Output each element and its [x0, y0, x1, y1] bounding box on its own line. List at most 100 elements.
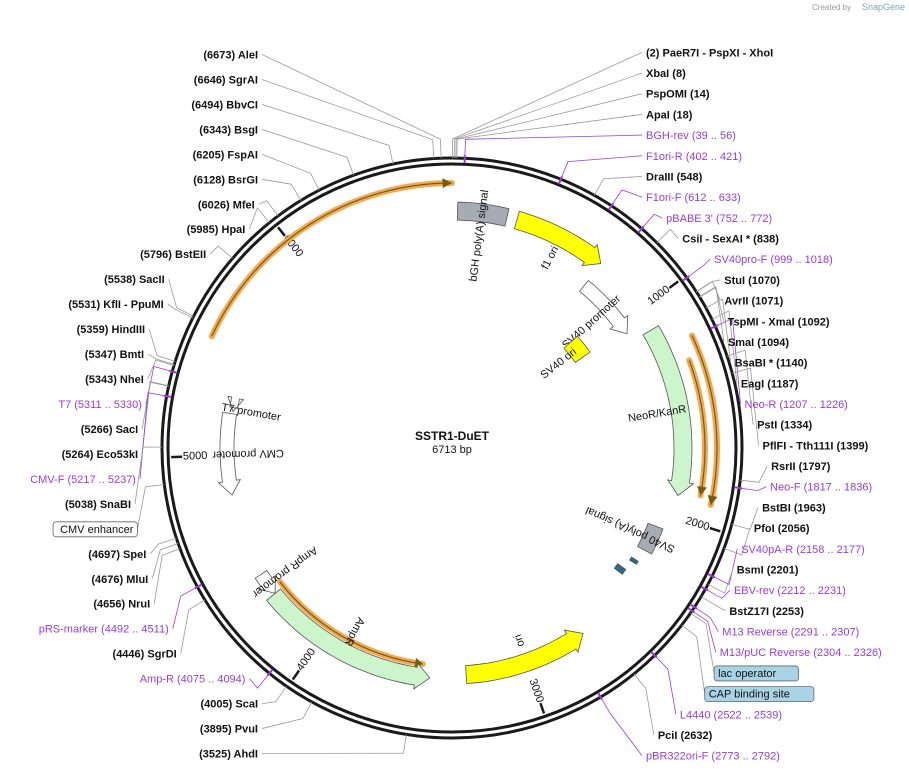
primer-label-f1ori-r-402-421[interactable]: F1ori-R (402 .. 421) [646, 151, 742, 163]
primer-label-pbabe-3-752-772[interactable]: pBABE 3' (752 .. 772) [666, 213, 772, 225]
enzyme-label-3525-ahdi[interactable]: (3525) AhdI [199, 749, 258, 761]
enzyme-label-5343-nhei[interactable]: (5343) NheI [85, 374, 144, 386]
enzyme-label-5266-saci[interactable]: (5266) SacI [81, 424, 138, 436]
feature-t7-promoter[interactable] [227, 395, 245, 413]
enzyme-label-5359-hindiii[interactable]: (5359) HindIII [77, 324, 145, 336]
primer-label-pbr322ori-f-2773-2792[interactable]: pBR322ori-F (2773 .. 2792) [646, 751, 780, 763]
enzyme-connector [261, 734, 407, 754]
enzyme-label-psti-1334[interactable]: PstI (1334) [757, 420, 812, 432]
primer-label-l4440-2522-2539[interactable]: L4440 (2522 .. 2539) [680, 709, 782, 721]
enzyme-label-bsabi-1140[interactable]: BsaBI * (1140) [735, 358, 808, 370]
enzyme-label-stui-1070[interactable]: StuI (1070) [724, 275, 780, 287]
backbone [160, 156, 744, 740]
enzyme-label-bsmi-2201[interactable]: BsmI (2201) [737, 564, 799, 576]
primer-label-ebv-rev-2212-2231[interactable]: EBV-rev (2212 .. 2231) [734, 585, 846, 597]
enzyme-label-bstz17i-2253[interactable]: BstZ17I (2253) [729, 606, 804, 618]
enzyme-label-6026-mfei[interactable]: (6026) MfeI [198, 199, 255, 211]
enzyme-label-pspomi-14[interactable]: PspOMI (14) [646, 89, 710, 101]
enzyme-connector [180, 599, 206, 654]
enzyme-label-bstbi-1963[interactable]: BstBI (1963) [762, 502, 826, 514]
primer-connector [560, 155, 643, 180]
orf-ampr-arrowhead [414, 657, 423, 668]
enzyme-connector [732, 367, 759, 446]
enzyme-label-4697-spei[interactable]: (4697) SpeI [88, 549, 146, 561]
boxed-label-lac-operator[interactable]: lac operator [718, 668, 776, 680]
enzyme-label-pfoi-2056[interactable]: PfoI (2056) [754, 523, 810, 535]
primer-label-neo-f-1817-1836[interactable]: Neo-F (1817 .. 1836) [770, 482, 872, 494]
feature-sv40-ori[interactable] [563, 335, 591, 364]
enzyme-label-avrii-1071[interactable]: AvrII (1071) [724, 296, 783, 308]
enzyme-label-draiii-548[interactable]: DraIII (548) [646, 171, 703, 183]
enzyme-label-pcii-2632[interactable]: PciI (2632) [658, 730, 713, 742]
feature-lac-promoter[interactable] [613, 563, 627, 575]
primer-label-cmv-f-5217-5237[interactable]: CMV-F (5217 .. 5237) [30, 474, 136, 486]
primer-connector [654, 655, 677, 715]
enzyme-label-eagi-1187[interactable]: EagI (1187) [741, 378, 799, 390]
enzyme-label-5538-sacii[interactable]: (5538) SacII [104, 274, 165, 286]
primer-site-mark [707, 572, 716, 579]
enzyme-label-5531-kfli-ppumi[interactable]: (5531) KflI - PpuMI [68, 299, 163, 311]
primer-site-mark [169, 369, 178, 374]
enzyme-label-4676-mlui[interactable]: (4676) MluI [91, 574, 148, 586]
enzyme-label-tspmi-xmai-1092[interactable]: TspMI - XmaI (1092) [728, 316, 830, 328]
tick-mark-1000 [668, 280, 679, 289]
enzyme-label-6494-bbvci[interactable]: (6494) BbvCI [191, 99, 258, 111]
feature-bgh-poly-a-signal[interactable] [456, 201, 510, 227]
feature-ampr[interactable] [266, 588, 431, 690]
enzyme-connector [726, 349, 754, 425]
feature-sv40-promoter[interactable] [578, 279, 629, 335]
primer-site-mark [194, 583, 203, 590]
enzyme-label-6343-bsgi[interactable]: (6343) BsgI [199, 124, 258, 136]
feature-ampr-promoter[interactable] [254, 569, 276, 594]
enzyme-label-rsrii-1797[interactable]: RsrII (1797) [771, 461, 831, 473]
boxed-connector [681, 624, 706, 694]
enzyme-label-4656-nrui[interactable]: (4656) NruI [93, 599, 150, 611]
feature-cmv-promoter[interactable] [217, 411, 242, 496]
primer-site-mark [637, 225, 645, 234]
enzyme-label-3895-pvui[interactable]: (3895) PvuI [200, 724, 258, 736]
enzyme-label-4446-sgrdi[interactable]: (4446) SgrDI [113, 649, 177, 661]
enzyme-label-5796-bsteii[interactable]: (5796) BstEII [140, 249, 206, 261]
feature-m13-rev[interactable] [629, 556, 639, 565]
primer-site-mark [558, 176, 563, 185]
primer-label-f1ori-f-612-633[interactable]: F1ori-F (612 .. 633) [646, 192, 741, 204]
boxed-label-cap-binding-site[interactable]: CAP binding site [709, 689, 790, 701]
enzyme-connector [456, 114, 643, 159]
enzyme-label-6673-alei[interactable]: (6673) AleI [203, 49, 258, 61]
enzyme-label-5038-snabi[interactable]: (5038) SnaBI [65, 499, 131, 511]
enzyme-label-pflfi-tth111i-1399[interactable]: PflFI - Tth111I (1399) [763, 440, 869, 452]
feature-neor-kanr[interactable] [642, 325, 695, 497]
enzyme-label-6128-bsrgi[interactable]: (6128) BsrGI [193, 174, 258, 186]
enzyme-label-csii-sexai-838[interactable]: CsiI - SexAI * (838) [682, 234, 779, 246]
primer-label-prs-marker-4492-4511[interactable]: pRS-marker (4492 .. 4511) [39, 624, 169, 636]
enzyme-label-2-paer7i-pspxi-xhoi[interactable]: (2) PaeR7I - PspXI - XhoI [646, 47, 773, 59]
enzyme-label-5985-hpai[interactable]: (5985) HpaI [187, 224, 246, 236]
enzyme-label-5347-bmti[interactable]: (5347) BmtI [85, 349, 144, 361]
boxed-label-cmv-enhancer[interactable]: CMV enhancer [60, 524, 134, 536]
orf-neo-inner-line [688, 360, 706, 496]
primer-label-sv40pa-r-2158-2177[interactable]: SV40pA-R (2158 .. 2177) [741, 544, 865, 556]
enzyme-label-6646-sgrai[interactable]: (6646) SgrAI [194, 74, 258, 86]
enzyme-connector [711, 310, 738, 384]
primer-label-m13-reverse-2291-2307[interactable]: M13 Reverse (2291 .. 2307) [722, 627, 859, 639]
feature-ori[interactable] [465, 629, 584, 684]
primer-label-neo-r-1207-1226[interactable]: Neo-R (1207 .. 1226) [745, 399, 848, 411]
enzyme-label-5264-eco53ki[interactable]: (5264) Eco53kI [62, 449, 138, 461]
primer-label-m13-puc-reverse-2304-232[interactable]: M13/pUC Reverse (2304 .. 2326) [720, 647, 882, 659]
enzyme-connector [261, 153, 320, 191]
primer-label-sv40pro-f-999-1018[interactable]: SV40pro-F (999 .. 1018) [714, 254, 833, 266]
primer-label-amp-r-4075-4094[interactable]: Amp-R (4075 .. 4094) [140, 674, 246, 686]
enzyme-connector [700, 596, 726, 612]
tick-mark-3000 [539, 702, 546, 714]
enzyme-label-xbai-8[interactable]: XbaI (8) [646, 68, 686, 80]
primer-site-mark [597, 692, 603, 701]
feature-sv40-poly-a-signal[interactable] [636, 522, 664, 555]
feature-f1-ori[interactable] [513, 210, 602, 267]
enzyme-label-6205-fspai[interactable]: (6205) FspAI [193, 149, 258, 161]
primer-label-bgh-rev-39-56[interactable]: BGH-rev (39 .. 56) [646, 130, 736, 142]
primer-label-t7-5311-5330[interactable]: T7 (5311 .. 5330) [58, 399, 142, 411]
enzyme-label-smai-1094[interactable]: SmaI (1094) [728, 337, 789, 349]
enzyme-label-apai-18[interactable]: ApaI (18) [646, 109, 693, 121]
enzyme-label-4005-scai[interactable]: (4005) ScaI [201, 699, 258, 711]
created-by-text: Created by [812, 3, 851, 12]
